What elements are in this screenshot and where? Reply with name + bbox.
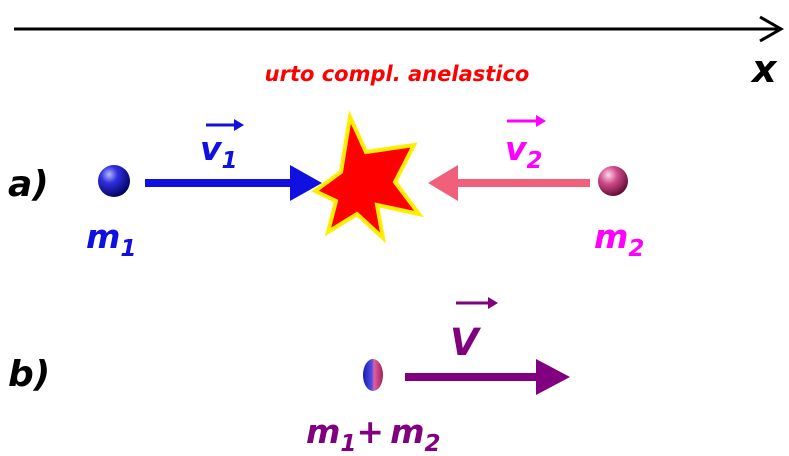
x-axis: x	[14, 15, 785, 91]
mass2-symbol: m	[594, 217, 628, 256]
scenario-a-label: a)	[8, 164, 49, 205]
velocity1-subscript: 1	[222, 148, 238, 174]
combined-mass-sphere	[363, 359, 383, 391]
x-axis-arrowhead	[759, 15, 785, 43]
mass2-label: m2	[594, 217, 644, 262]
velocity2-arrow	[428, 165, 590, 201]
scenario-a: a) m1 v1 v2 m2	[8, 110, 644, 262]
scenario-b-label: b)	[8, 354, 50, 395]
velocity1-arrow	[145, 165, 322, 201]
combined-m2-symbol: m	[390, 412, 424, 451]
x-axis-label: x	[750, 47, 778, 91]
velocity2-symbol: v	[505, 129, 528, 168]
mass1-subscript: 1	[120, 236, 136, 262]
svg-text:v1: v1	[200, 129, 238, 174]
combined-m2-subscript: 2	[424, 431, 440, 456]
velocity1-label: v1	[200, 119, 244, 174]
scenario-b: b) V m1+m2	[8, 297, 570, 456]
combined-velocity-symbol: V	[450, 321, 482, 364]
combined-velocity-label: V	[450, 297, 498, 364]
mass1-symbol: m	[86, 217, 120, 256]
velocity1-symbol: v	[200, 129, 223, 168]
combined-mass-label: m1+m2	[306, 412, 440, 456]
velocity2-label: v2	[505, 115, 546, 174]
combined-m1-symbol: m	[306, 412, 340, 451]
mass1-label: m1	[86, 217, 136, 262]
svg-text:v2: v2	[505, 129, 543, 174]
combined-velocity-arrow	[405, 359, 570, 395]
mass1-sphere	[98, 165, 130, 197]
combined-plus: +	[356, 412, 384, 451]
velocity2-subscript: 2	[527, 148, 543, 174]
mass2-sphere	[598, 166, 628, 196]
collision-title: urto compl. anelastico	[265, 62, 530, 86]
combined-m1-subscript: 1	[340, 431, 356, 456]
mass2-subscript: 2	[628, 236, 644, 262]
collision-explosion	[311, 110, 424, 244]
